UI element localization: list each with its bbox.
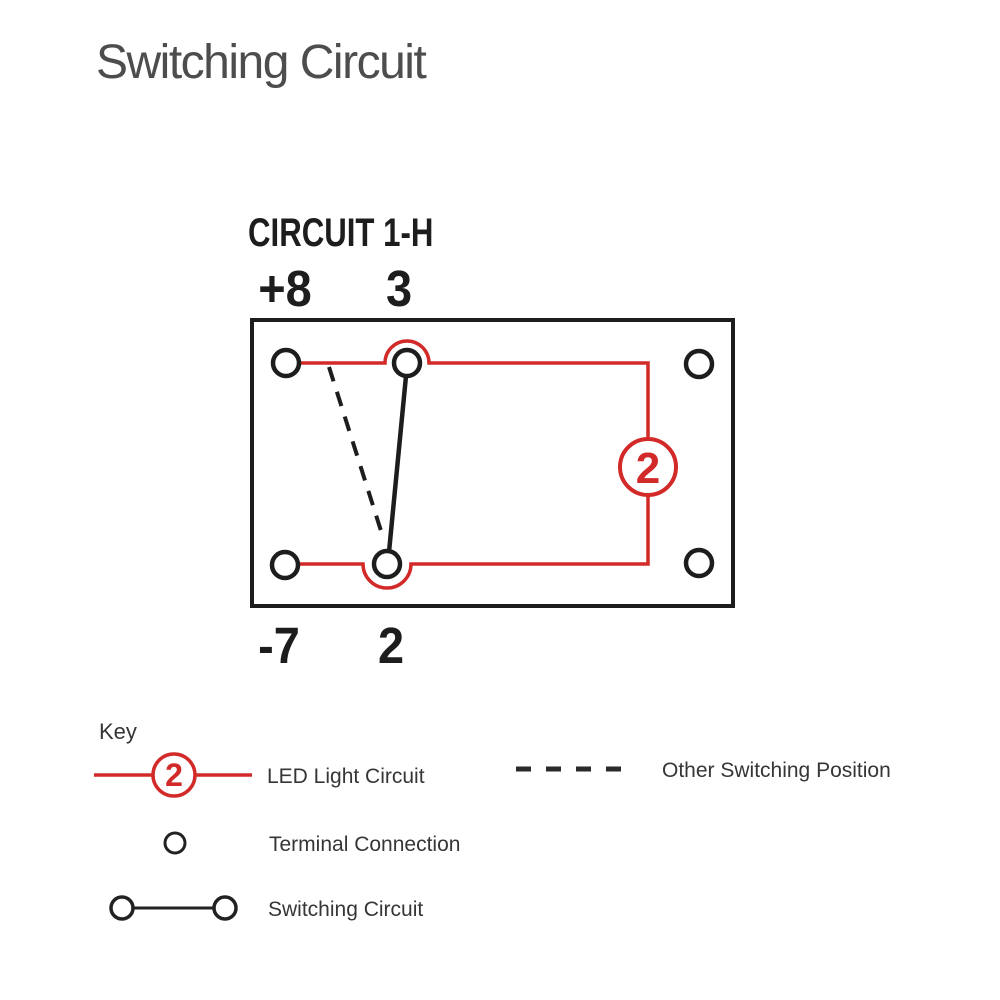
- terminal-bottom-middle: [371, 548, 403, 580]
- led-badge-number: 2: [636, 444, 660, 493]
- terminal-top-right: [683, 348, 715, 380]
- led-circuit-path: [298, 339, 650, 590]
- pin-label-top-middle: 3: [386, 261, 412, 317]
- key-terminal-circle: [163, 831, 187, 855]
- terminal-top-middle: [391, 347, 423, 379]
- key-switch-terminal-right: [212, 895, 238, 921]
- key-label-terminal-connection: Terminal Connection: [269, 833, 460, 856]
- key-switch-terminal-left: [109, 895, 135, 921]
- switching-circuit-line: [386, 375, 409, 553]
- key-label-other-switching-position: Other Switching Position: [662, 759, 891, 782]
- pin-label-bottom-left: -7: [258, 618, 300, 674]
- led-badge-circle: [618, 437, 678, 497]
- terminal-bottom-left: [269, 549, 301, 581]
- other-position-dashed-line: [327, 366, 384, 535]
- key-label-led-light-circuit: LED Light Circuit: [267, 765, 425, 788]
- pin-label-top-left: +8: [258, 261, 312, 317]
- key-led-badge-circle: [151, 752, 197, 798]
- terminal-bottom-right: [683, 547, 715, 579]
- key-heading: Key: [99, 719, 137, 744]
- diagram-heading: CIRCUIT 1-H: [248, 210, 433, 255]
- key-led-badge-number: 2: [165, 757, 183, 793]
- pin-label-bottom-middle: 2: [378, 618, 404, 674]
- page-title: Switching Circuit: [96, 36, 427, 89]
- terminal-top-left: [270, 347, 302, 379]
- key-label-switching-circuit: Switching Circuit: [268, 898, 423, 921]
